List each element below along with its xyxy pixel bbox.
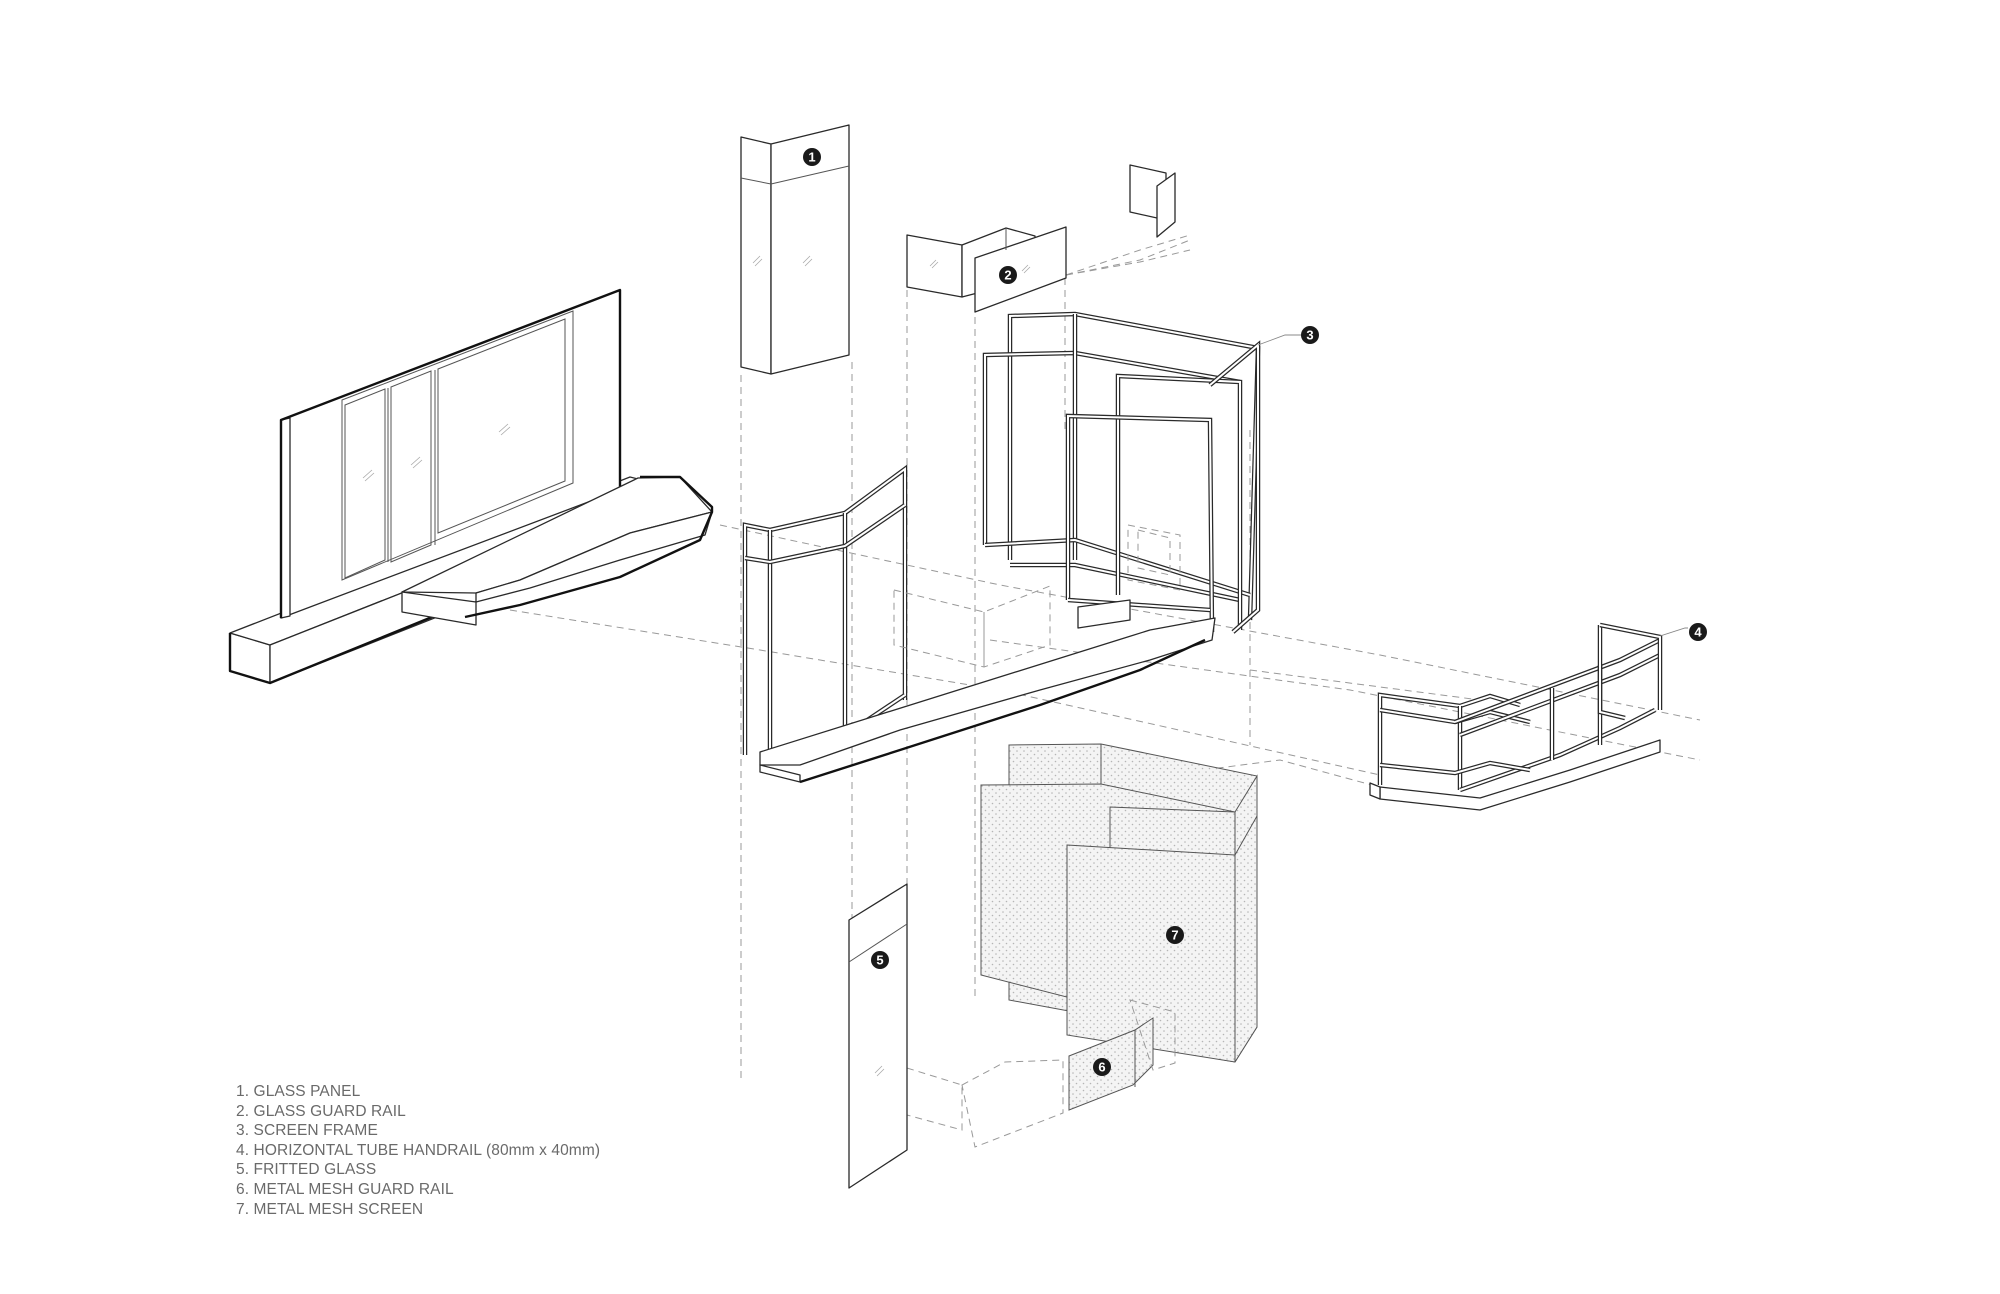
legend-item-tube-handrail: 4. HORIZONTAL TUBE HANDRAIL (80mm x 40mm… <box>236 1141 601 1159</box>
callout-7: 7 <box>1166 926 1184 944</box>
callout-6: 6 <box>1093 1058 1111 1076</box>
callout-3: 3 <box>1301 326 1319 344</box>
svg-text:5: 5 <box>876 953 883 968</box>
legend-item-glass-guard-rail: 2. GLASS GUARD RAIL <box>236 1102 406 1120</box>
existing-wall-with-windows <box>228 288 714 685</box>
glass-guard-rail <box>906 164 1176 313</box>
legend-item-fritted-glass: 5. FRITTED GLASS <box>236 1161 377 1179</box>
fritted-glass-panel <box>848 883 908 1189</box>
metal-mesh-guard-rail <box>906 999 1176 1148</box>
svg-text:4: 4 <box>1694 625 1702 640</box>
callout-4: 4 <box>1689 623 1707 641</box>
svg-text:7: 7 <box>1171 928 1178 943</box>
callout-2: 2 <box>999 266 1017 284</box>
legend-item-screen-frame: 3. SCREEN FRAME <box>236 1122 378 1140</box>
svg-text:1: 1 <box>808 150 815 165</box>
glass-panel <box>740 124 850 375</box>
callout-1: 1 <box>803 148 821 166</box>
callout-5: 5 <box>871 951 889 969</box>
horizontal-tube-handrail <box>1369 622 1688 811</box>
component-legend: 1. GLASS PANEL 2. GLASS GUARD RAIL 3. SC… <box>236 1082 600 1219</box>
svg-text:6: 6 <box>1098 1060 1105 1075</box>
metal-mesh-screen <box>980 743 1258 1063</box>
svg-text:3: 3 <box>1306 328 1313 343</box>
legend-item-glass-panel: 1. GLASS PANEL <box>236 1083 361 1100</box>
svg-text:2: 2 <box>1004 268 1011 283</box>
legend-item-mesh-screen: 7. METAL MESH SCREEN <box>236 1200 424 1218</box>
legend-item-mesh-guard-rail: 6. METAL MESH GUARD RAIL <box>236 1180 454 1198</box>
screen-frame <box>742 311 1302 784</box>
